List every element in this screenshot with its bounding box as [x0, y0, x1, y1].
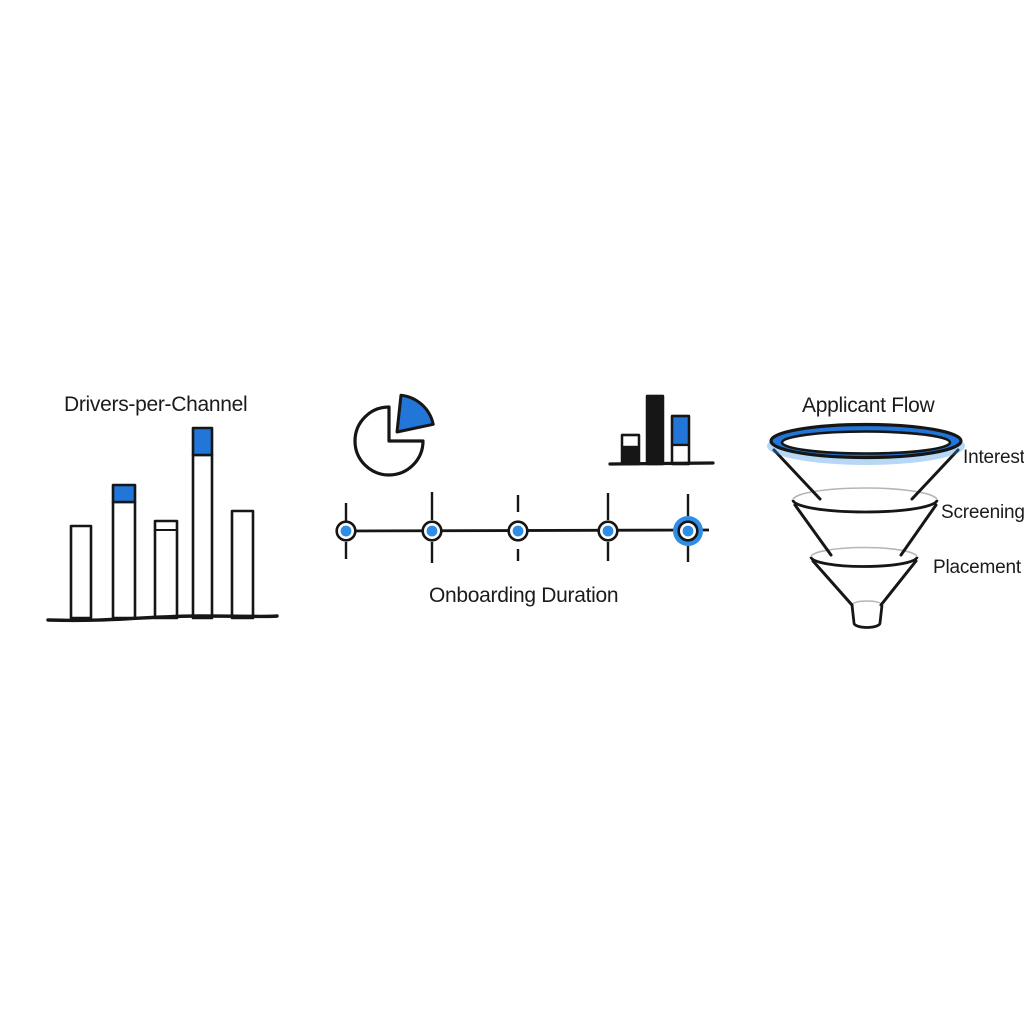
timeline-figure — [335, 492, 710, 563]
funnel-stage-label-screening: Screening — [941, 502, 1024, 523]
mini-bar-chart-icon — [608, 394, 715, 466]
left-chart-title: Drivers-per-Channel — [64, 393, 248, 416]
drivers-bar-chart-figure — [46, 426, 279, 623]
funnel-stage-label-placement: Placement — [933, 557, 1021, 578]
pie-chart-icon — [353, 393, 435, 477]
funnel-figure — [767, 422, 965, 629]
timeline-title: Onboarding Duration — [429, 584, 619, 607]
funnel-stage-label-interest: Interest — [963, 447, 1024, 468]
funnel-title: Applicant Flow — [802, 394, 935, 417]
